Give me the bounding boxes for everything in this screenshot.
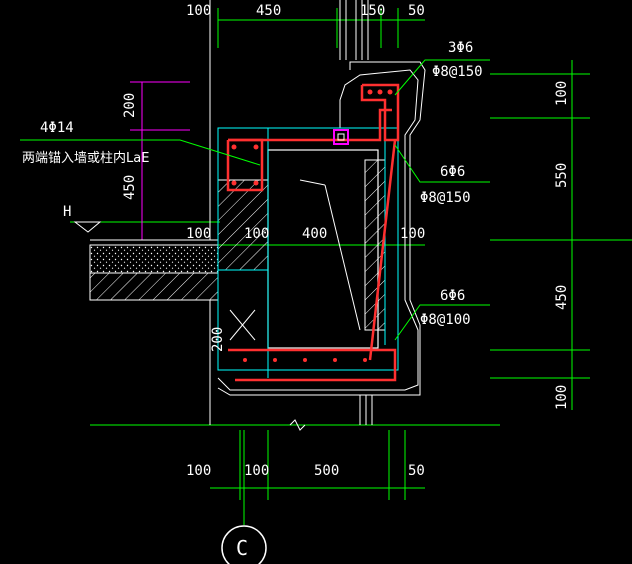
inner-opening bbox=[267, 149, 379, 349]
dim-top-1: 100 bbox=[186, 3, 211, 19]
dim-inner-3: 400 bbox=[302, 226, 327, 242]
dim-inner-2: 100 bbox=[244, 226, 269, 242]
level-mark-h: H bbox=[63, 204, 71, 220]
dim-bottom-200: 200 bbox=[210, 327, 226, 352]
left-beam-stirrup bbox=[226, 138, 264, 192]
axis-bubble-label: C bbox=[236, 536, 248, 560]
dim-bottom-1: 100 bbox=[186, 463, 211, 479]
dim-inner-1: 100 bbox=[186, 226, 211, 242]
main-beam-rebar bbox=[228, 108, 392, 142]
leader-lines bbox=[20, 59, 490, 341]
dim-right-100a: 100 bbox=[554, 81, 570, 106]
label-phi8-100: Φ8@100 bbox=[420, 312, 471, 328]
bottom-beam-rebar bbox=[228, 348, 397, 382]
dim-top-4: 50 bbox=[408, 3, 425, 19]
dim-right-550: 550 bbox=[554, 163, 570, 188]
dim-bottom-4: 50 bbox=[408, 463, 425, 479]
dim-right-100b: 100 bbox=[554, 385, 570, 410]
level-triangle bbox=[73, 221, 102, 233]
label-anchor-note: 两端锚入墙或柱内LaE bbox=[22, 150, 149, 166]
label-6phi6-mid: 6Φ6 bbox=[440, 164, 465, 180]
dim-inner-4: 100 bbox=[400, 226, 425, 242]
dim-bottom-3: 500 bbox=[314, 463, 339, 479]
label-3phi6: 3Φ6 bbox=[448, 40, 473, 56]
axis-bubble bbox=[221, 525, 267, 564]
dim-bottom-2: 100 bbox=[244, 463, 269, 479]
beam-outline bbox=[217, 69, 419, 391]
dim-top-2: 450 bbox=[256, 3, 281, 19]
hatched-slab bbox=[89, 272, 219, 301]
top-rebar-loop bbox=[360, 83, 400, 142]
left-hatched-wall bbox=[217, 179, 269, 271]
beam-outer-finish bbox=[217, 61, 426, 396]
dim-top-3: 150 bbox=[360, 3, 385, 19]
label-phi8-150-top: Φ8@150 bbox=[432, 64, 483, 80]
dim-right-450: 450 bbox=[554, 285, 570, 310]
label-phi8-150-mid: Φ8@150 bbox=[420, 190, 471, 206]
dim-left-200: 200 bbox=[122, 93, 138, 118]
structure-outline bbox=[89, 0, 426, 431]
label-6phi6-low: 6Φ6 bbox=[440, 288, 465, 304]
rebar-dots bbox=[231, 89, 393, 362]
label-4phi14: 4Φ14 bbox=[40, 120, 74, 136]
rebar bbox=[226, 83, 400, 382]
concrete-slab bbox=[89, 244, 219, 274]
anchor-marker bbox=[333, 129, 349, 145]
dim-left-450: 450 bbox=[122, 175, 138, 200]
